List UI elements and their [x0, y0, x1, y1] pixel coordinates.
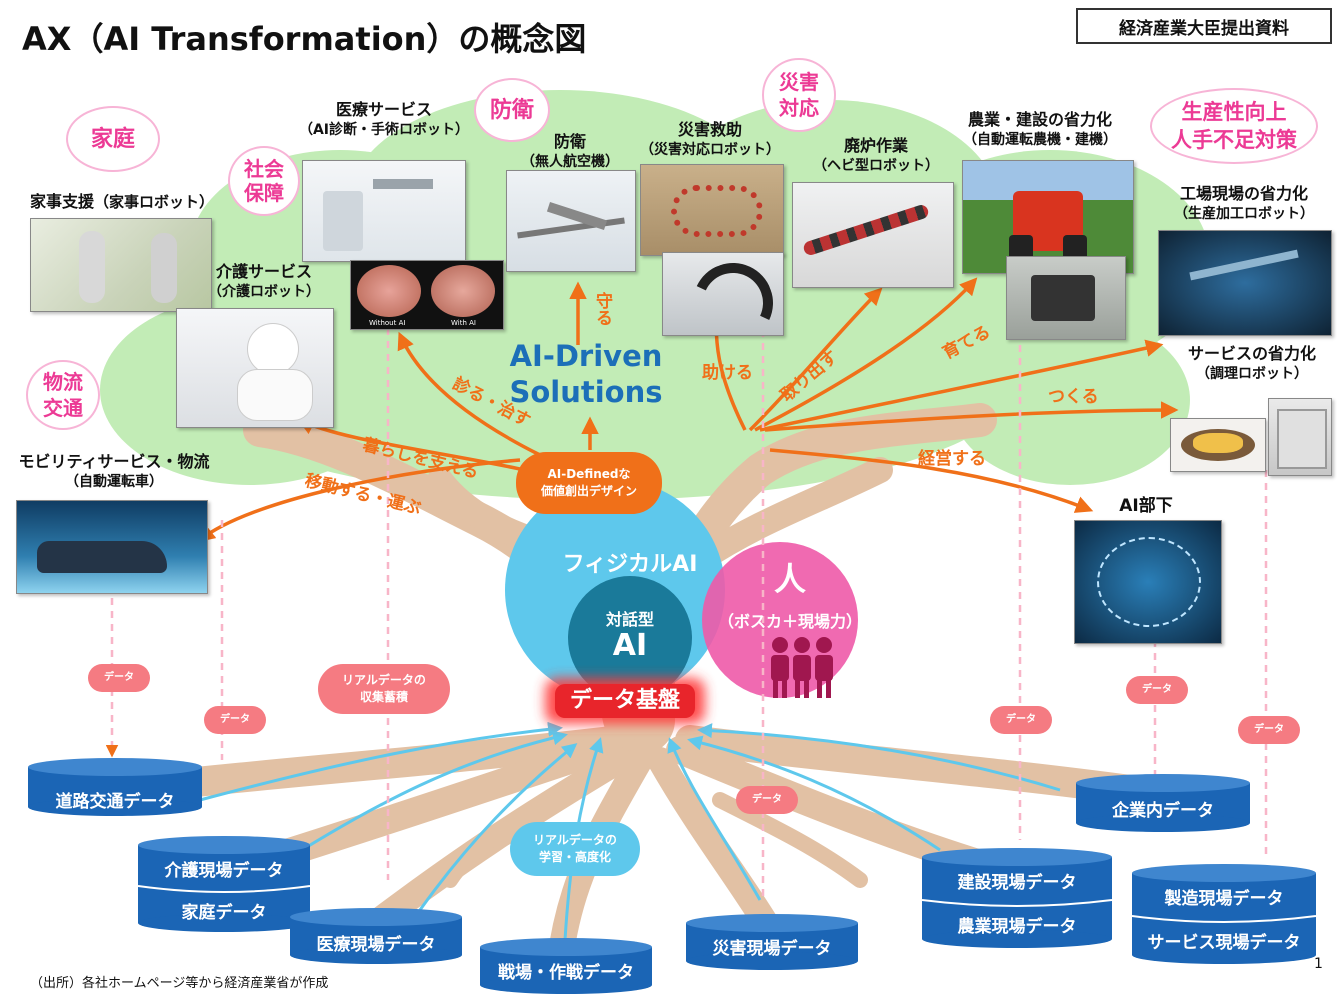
snake-arm-robot-photo [662, 252, 784, 336]
label-rescue: 災害救助（災害対応ロボット） [640, 120, 780, 158]
autonomous-construction-machine-photo [1006, 256, 1126, 340]
verb-protect: 守る [592, 292, 612, 326]
label-decommissioning: 廃炉作業（ヘビ型ロボット） [813, 136, 939, 174]
data-cloud-manufacturing: データ [1238, 716, 1300, 744]
label-factory: 工場現場の省力化（生産加工ロボット） [1174, 184, 1314, 222]
surgical-robot-photo [302, 160, 466, 262]
care-robot-photo [176, 308, 334, 428]
ai-brain-photo [1074, 520, 1222, 644]
housework-robot-photo [30, 218, 212, 312]
autonomous-car-photo [16, 500, 208, 594]
category-social-security: 社会 保障 [228, 146, 300, 216]
dialog-ai-circle [568, 576, 692, 700]
label-agri-construction: 農業・建設の省力化（自動運転農機・建機） [963, 110, 1117, 148]
db-medical: 医療現場データ [290, 908, 462, 964]
people-icon [771, 637, 833, 698]
db-manufacturing-service: 製造現場データ サービス現場データ [1132, 864, 1316, 964]
category-logistics: 物流 交通 [26, 360, 100, 430]
verb-help: 助ける [702, 363, 753, 383]
drone-photo [506, 170, 636, 272]
person-label: 人 [773, 560, 806, 598]
db-disaster: 災害現場データ [686, 914, 858, 970]
caption-without-ai: Without AI [369, 319, 406, 327]
ai-diagnosis-photo: Without AI With AI [350, 260, 504, 330]
factory-robot-photo [1158, 230, 1332, 336]
rescue-robot-photo [640, 164, 784, 256]
label-mobility: モビリティサービス・物流（自動運転車） [18, 452, 210, 490]
category-productivity: 生産性向上 人手不足対策 [1150, 88, 1318, 164]
label-housework: 家事支援（家事ロボット） [29, 192, 215, 211]
data-collection-cloud: リアルデータの 収集蓄積 [318, 664, 450, 714]
ai-driven-solutions: AI-Driven Solutions [509, 339, 663, 409]
autonomous-tractor-photo [962, 160, 1134, 274]
page-number: 1 [1314, 956, 1323, 972]
label-ai-subordinate: AI部下 [1119, 496, 1173, 516]
dialog-ai-label-top: 対話型 [605, 610, 654, 629]
db-battlefield: 戦場・作戦データ [480, 938, 652, 994]
verb-manage: 経営する [918, 449, 986, 469]
db-enterprise: 企業内データ [1076, 774, 1250, 832]
cooking-food-photo [1170, 418, 1266, 472]
label-service: サービスの省力化（調理ロボット） [1187, 344, 1317, 382]
submission-stamp: 経済産業大臣提出資料 [1076, 8, 1332, 44]
page-title: AX（AI Transformation）の概念図 [22, 20, 587, 58]
data-cloud-care: データ [204, 706, 266, 734]
category-defense: 防衛 [474, 78, 550, 142]
data-learning-cloud: リアルデータの 学習・高度化 [510, 822, 640, 876]
value-design-cloud: AI-Definedな 価値創出デザイン [516, 452, 662, 514]
db-care-home: 介護現場データ 家庭データ [138, 836, 310, 932]
label-defense: 防衛（無人航空機） [521, 132, 619, 170]
physical-ai-label: フィジカルAI [562, 552, 698, 577]
person-sub-label: （ボスカ＋現場力） [717, 612, 862, 631]
label-medical: 医療サービス（AI診断・手術ロボット） [298, 100, 470, 138]
label-care: 介護サービス（介護ロボット） [208, 262, 320, 300]
data-cloud-mobility: データ [88, 664, 150, 692]
verb-make: つくる [1048, 387, 1099, 407]
db-road-traffic: 道路交通データ [28, 758, 202, 816]
data-base-label: データ基盤 [569, 688, 680, 713]
data-cloud-construction: データ [990, 706, 1052, 734]
dialog-ai-label-bottom: AI [612, 628, 648, 663]
source-note: （出所）各社ホームページ等から経済産業省が作成 [30, 976, 329, 991]
caption-with-ai: With AI [451, 319, 476, 327]
data-cloud-enterprise: データ [1126, 676, 1188, 704]
data-base-box [555, 684, 695, 718]
data-cloud-disaster: データ [736, 786, 798, 814]
cooking-robot-photo [1268, 398, 1332, 476]
snake-robot-photo [792, 182, 954, 288]
category-disaster: 災害 対応 [762, 58, 836, 132]
category-home: 家庭 [66, 106, 160, 172]
db-construction-agriculture: 建設現場データ 農業現場データ [922, 848, 1112, 948]
